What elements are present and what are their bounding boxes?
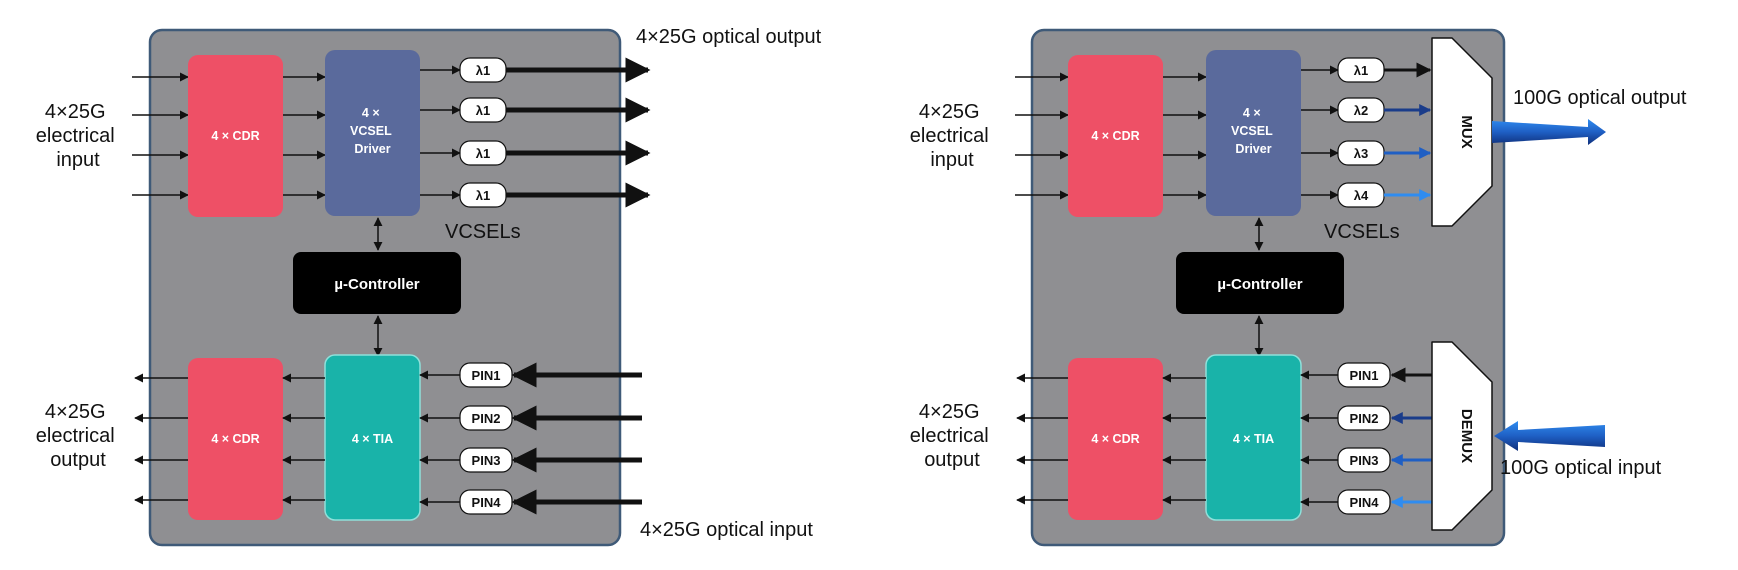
left-rx-cdr-block: [188, 358, 283, 520]
left-optical-output-label: 4×25G optical output: [636, 26, 822, 48]
right-demux-pin-arrows: [1390, 367, 1432, 508]
left-tx-cdr-block: [188, 55, 283, 217]
left-cdr-driver-arrows: [283, 72, 326, 200]
left-electrical-input-label: 4×25G electrical input: [36, 101, 120, 171]
demux-label: DEMUX: [1458, 409, 1475, 463]
right-pin-pills: PIN1 PIN2 PIN3 PIN4: [1337, 362, 1391, 515]
left-controller-label: µ-Controller: [334, 276, 419, 293]
right-optical-input-arrow: [1494, 421, 1605, 451]
right-pin-2: [1337, 405, 1391, 431]
left-pin-2-label: PIN2: [472, 411, 501, 426]
left-pin-pills: PIN1 PIN2 PIN3 PIN4: [459, 362, 513, 515]
left-tx-input-arrows: [132, 72, 189, 200]
left-laser-4-label: λ1: [476, 188, 490, 203]
right-pin-1: [1337, 362, 1391, 388]
left-optical-output-arrows: [506, 57, 651, 208]
right-driver-laser-arrows: [1301, 65, 1339, 200]
left-rx-cdr-label: 4 × CDR: [211, 432, 259, 446]
left-pin-4-label: PIN4: [472, 495, 502, 510]
right-pin-4-label: PIN4: [1350, 495, 1380, 510]
right-optical-output-label: 100G optical output: [1513, 87, 1687, 109]
right-pin-3-label: PIN3: [1350, 453, 1379, 468]
left-vcsel-driver-label: 4 × VCSEL Driver: [350, 106, 395, 156]
left-tia-label: 4 × TIA: [352, 432, 393, 446]
right-rx-cdr-label: 4 × CDR: [1091, 432, 1139, 446]
left-pin-3-label: PIN3: [472, 453, 501, 468]
right-vcsels-label: VCSELs: [1324, 221, 1400, 243]
right-laser-mux-arrows: [1384, 62, 1432, 201]
right-pin-4: [1337, 489, 1391, 515]
right-pin-3: [1337, 447, 1391, 473]
right-optical-output-arrow: [1492, 119, 1606, 145]
right-tx-cdr-block: [1068, 55, 1163, 217]
right-optical-input-label: 100G optical input: [1500, 457, 1662, 479]
right-tia-cdr-arrows: [1162, 373, 1206, 505]
left-driver-laser-arrows: [420, 65, 461, 200]
right-electrical-input-label: 4×25G electrical input: [910, 101, 994, 171]
right-tx-cdr-label: 4 × CDR: [1091, 129, 1139, 143]
right-rx-output-arrows: [1016, 373, 1068, 505]
right-vcsel-driver-block: [1206, 50, 1301, 216]
left-diagram: 4×25G optical output 4×25G optical input…: [36, 26, 822, 547]
right-controller-label: µ-Controller: [1217, 276, 1302, 293]
left-laser-pills: λ1 λ1 λ1 λ1: [459, 57, 507, 208]
left-laser-2-label: λ1: [476, 103, 490, 118]
left-tia-block: [324, 354, 421, 521]
right-laser-1-label: λ1: [1354, 63, 1368, 78]
right-rx-cdr-block: [1068, 358, 1163, 520]
right-laser-3-label: λ3: [1354, 146, 1368, 161]
left-laser-1-label: λ1: [476, 63, 490, 78]
right-diagram: 100G optical output 100G optical input 4…: [910, 28, 1687, 547]
mux-label: MUX: [1458, 115, 1475, 148]
right-controller-block: [1176, 252, 1344, 314]
left-tx-cdr-label: 4 × CDR: [211, 129, 259, 143]
right-vcsel-driver-label: 4 × VCSEL Driver: [1231, 106, 1276, 156]
left-rx-output-arrows: [134, 373, 188, 505]
left-pin-1-label: PIN1: [472, 368, 501, 383]
left-controller-block: [293, 252, 461, 314]
demux-block: [1431, 341, 1493, 531]
left-optical-input-label: 4×25G optical input: [640, 519, 813, 541]
left-vcsels-label: VCSELs: [445, 221, 521, 243]
right-electrical-output-label: 4×25G electrical output: [910, 401, 994, 471]
right-tx-input-arrows: [1015, 72, 1069, 200]
left-pin-tia-arrows: [419, 370, 460, 507]
right-laser-4-label: λ4: [1354, 188, 1369, 203]
right-cdr-driver-arrows: [1163, 72, 1207, 200]
right-tia-block: [1205, 354, 1302, 521]
right-tia-label: 4 × TIA: [1233, 432, 1274, 446]
right-pin-tia-arrows: [1300, 370, 1338, 507]
right-pin-1-label: PIN1: [1350, 368, 1379, 383]
mux-block: [1431, 37, 1493, 227]
right-pin-2-label: PIN2: [1350, 411, 1379, 426]
left-optical-input-arrows: [511, 362, 642, 515]
left-vcsel-driver-block: [325, 50, 420, 216]
left-tia-cdr-arrows: [282, 373, 325, 505]
left-laser-3-label: λ1: [476, 146, 490, 161]
right-laser-2-label: λ2: [1354, 103, 1368, 118]
left-electrical-output-label: 4×25G electrical output: [36, 401, 120, 471]
